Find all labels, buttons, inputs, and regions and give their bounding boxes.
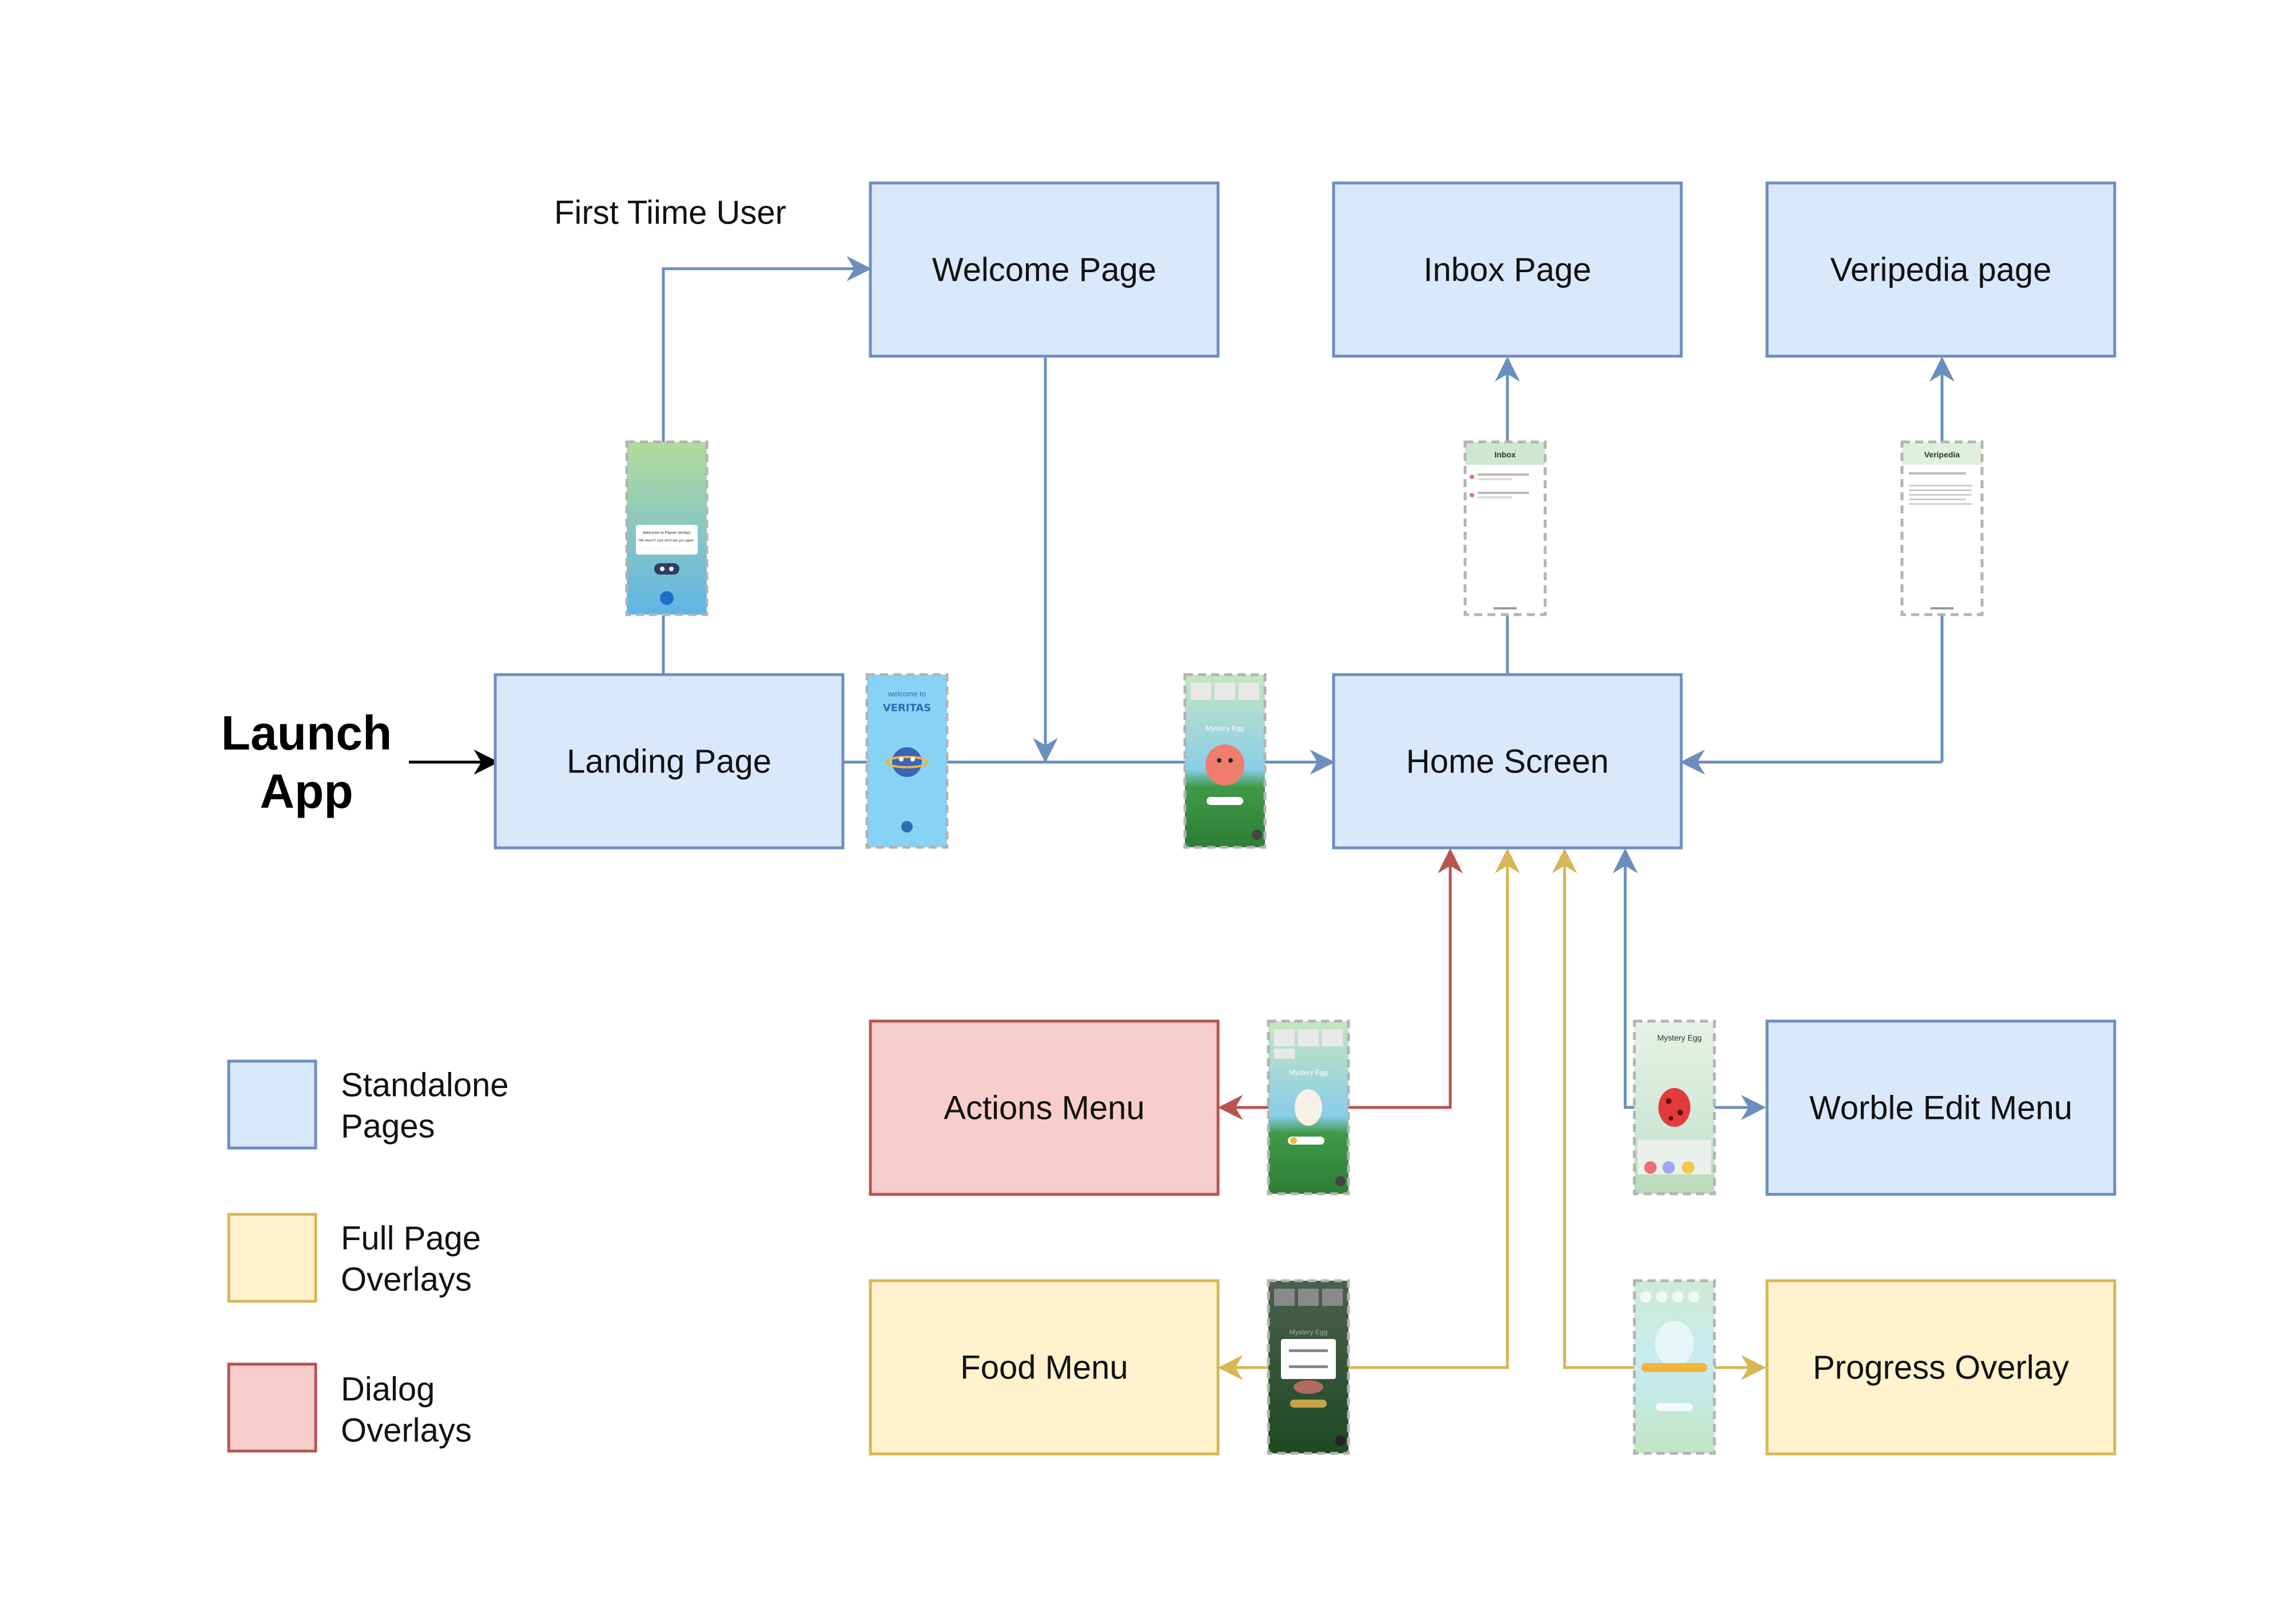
- node-inbox-page[interactable]: Inbox Page: [1332, 181, 1683, 358]
- welcome-page-label: Welcome Page: [932, 252, 1156, 289]
- node-food-menu[interactable]: Food Menu: [869, 1279, 1220, 1456]
- legend-swatch-overlay: [227, 1213, 317, 1303]
- welcome-thumb-text2: We weren't sure we'd see you again.: [639, 539, 695, 543]
- launch-app-label-line2: App: [260, 764, 353, 818]
- arrow-home-to-food: [1217, 851, 1509, 1380]
- veripedia-page-label: Veripedia page: [1831, 252, 2052, 289]
- actions-menu-label: Actions Menu: [944, 1090, 1144, 1127]
- veripedia-thumb-title: Veripedia: [1924, 450, 1960, 459]
- veritas-thumb-line1: welcome to: [888, 690, 926, 698]
- node-home-screen[interactable]: Home Screen: [1332, 673, 1683, 850]
- legend-standalone-line1: Standalone: [341, 1067, 508, 1104]
- legend-swatch-dialog: [227, 1362, 317, 1453]
- home-thumb-title: Mystery Egg: [1206, 724, 1244, 732]
- food-thumb-title: Mystery Egg: [1290, 1328, 1328, 1336]
- node-welcome-page[interactable]: Welcome Page: [869, 181, 1220, 358]
- veritas-thumb-line2: VERITAS: [883, 702, 932, 714]
- veritas-splash-thumbnail[interactable]: welcome to VERITAS: [865, 673, 949, 849]
- inbox-thumb-title: Inbox: [1494, 450, 1516, 459]
- home-mystery-egg-thumbnail[interactable]: Mystery Egg: [1183, 673, 1267, 849]
- inbox-screen-thumbnail[interactable]: Inbox: [1463, 440, 1547, 616]
- legend-overlay-line2: Overlays: [341, 1261, 472, 1298]
- legend-standalone: Standalone Pages: [227, 1059, 508, 1150]
- node-worble-edit-menu[interactable]: Worble Edit Menu: [1765, 1019, 2116, 1196]
- legend-overlay: Full Page Overlays: [227, 1213, 481, 1303]
- node-landing-page[interactable]: Landing Page: [494, 673, 845, 850]
- progress-overlay-screen-thumbnail[interactable]: [1633, 1279, 1716, 1455]
- node-veripedia-page[interactable]: Veripedia page: [1765, 181, 2116, 358]
- food-menu-label: Food Menu: [960, 1349, 1128, 1386]
- legend-swatch-standalone: [227, 1059, 317, 1150]
- actions-thumb-title: Mystery Egg: [1290, 1069, 1328, 1077]
- legend-standalone-line2: Pages: [341, 1108, 435, 1145]
- node-actions-menu[interactable]: Actions Menu: [869, 1019, 1220, 1196]
- worble-edit-menu-label: Worble Edit Menu: [1809, 1090, 2072, 1127]
- node-progress-overlay[interactable]: Progress Overlay: [1765, 1279, 2116, 1456]
- home-screen-label: Home Screen: [1406, 743, 1609, 780]
- legend-dialog-line1: Dialog: [341, 1371, 435, 1408]
- landing-page-label: Landing Page: [567, 743, 771, 780]
- launch-app-label-line1: Launch: [221, 706, 392, 760]
- inbox-page-label: Inbox Page: [1423, 252, 1591, 289]
- legend: Standalone Pages Full Page Overlays Dial…: [227, 1059, 508, 1453]
- first-time-user-label: First Tiime User: [554, 194, 786, 232]
- legend-dialog: Dialog Overlays: [227, 1362, 472, 1453]
- legend-overlay-line1: Full Page: [341, 1220, 481, 1257]
- food-menu-screen-thumbnail[interactable]: Mystery Egg: [1267, 1279, 1350, 1455]
- actions-screen-thumbnail[interactable]: Mystery Egg: [1267, 1019, 1350, 1195]
- worble-thumb-title: Mystery Egg: [1657, 1033, 1702, 1042]
- veripedia-screen-thumbnail[interactable]: Veripedia: [1900, 440, 1984, 616]
- welcome-screen-thumbnail[interactable]: Welcome to Planet Veritas! We weren't su…: [625, 440, 709, 616]
- worble-edit-screen-thumbnail[interactable]: Mystery Egg: [1633, 1019, 1716, 1195]
- progress-overlay-label: Progress Overlay: [1813, 1349, 2069, 1386]
- welcome-thumb-text1: Welcome to Planet Veritas!: [643, 531, 691, 535]
- legend-dialog-line2: Overlays: [341, 1412, 472, 1449]
